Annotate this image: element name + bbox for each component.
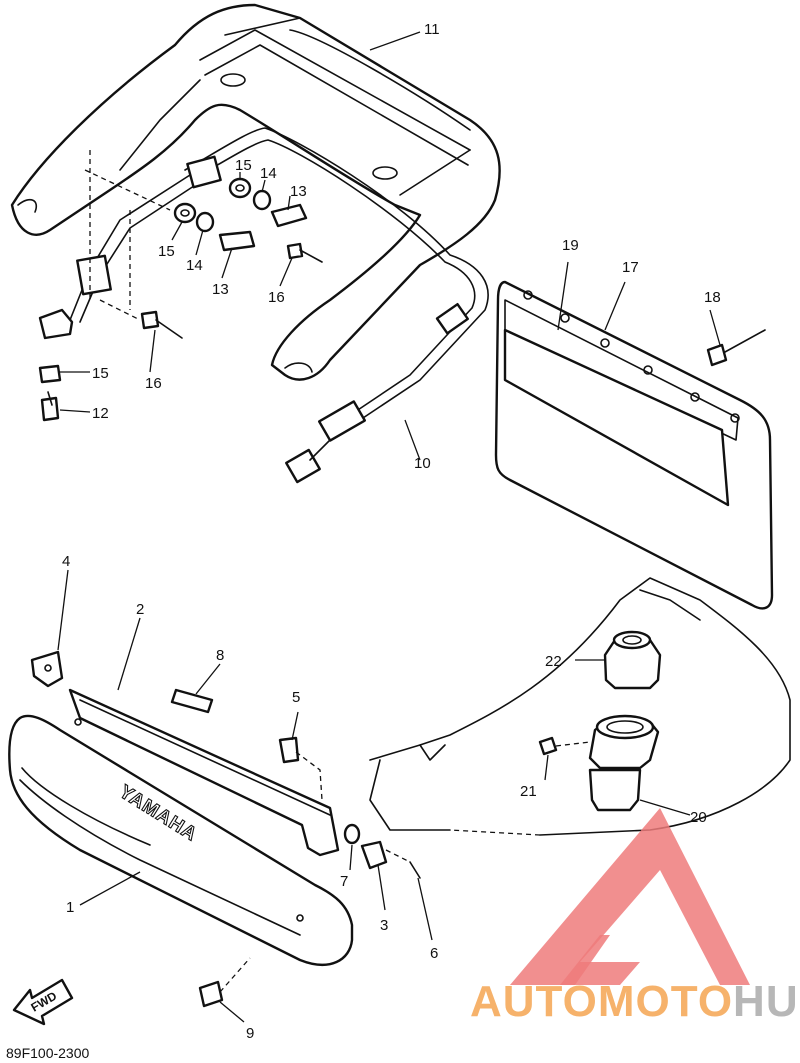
callout-14a: 14 <box>260 165 277 182</box>
callout-7: 7 <box>340 873 348 890</box>
watermark-text: AUTOMOTOHUB <box>470 977 800 1026</box>
callout-13b: 13 <box>212 281 229 298</box>
callout-22: 22 <box>545 653 562 670</box>
hardware-set <box>38 177 323 422</box>
callout-13a: 13 <box>290 183 307 200</box>
callout-8: 8 <box>216 647 224 664</box>
screw-9 <box>198 957 251 1008</box>
fuel-tank <box>369 577 791 836</box>
callout-labels: 11 15 14 13 15 14 13 16 15 16 12 10 19 1… <box>62 21 721 1042</box>
panel-bracket <box>68 688 340 857</box>
callout-1: 1 <box>66 899 74 916</box>
fuel-cap <box>603 630 662 690</box>
watermark-mark <box>510 808 750 985</box>
washer-7 <box>343 823 361 845</box>
callout-16b: 16 <box>145 375 162 392</box>
callout-11: 11 <box>424 21 440 38</box>
grommet-5 <box>278 736 300 764</box>
watermark-text-part1: AUTOMOTO <box>470 977 733 1026</box>
callout-2: 2 <box>136 601 144 618</box>
callout-4: 4 <box>62 553 70 570</box>
fuel-filler-neck <box>588 714 660 812</box>
callout-15b: 15 <box>158 243 175 260</box>
callout-17: 17 <box>622 259 639 276</box>
leader-lines <box>57 31 721 1023</box>
diagram-code: 89F100-2300 <box>6 1045 90 1061</box>
clip-3 <box>360 840 388 870</box>
clip-18-pin <box>724 329 766 353</box>
callout-12: 12 <box>92 405 109 422</box>
rack-frame <box>10 3 501 381</box>
front-cover: YAMAHA <box>8 714 354 966</box>
callout-14b: 14 <box>186 257 203 274</box>
clip-18 <box>706 343 728 367</box>
screw-21-axis <box>555 741 591 747</box>
callout-5: 5 <box>292 689 300 706</box>
emblem-8 <box>170 688 214 714</box>
watermark-logo: AUTOMOTOHUB <box>470 808 800 1026</box>
callout-15a: 15 <box>235 157 252 174</box>
callout-15c: 15 <box>92 365 109 382</box>
callout-6: 6 <box>430 945 438 962</box>
callout-10: 10 <box>414 455 431 472</box>
mud-flap <box>494 280 774 610</box>
callout-18: 18 <box>704 289 721 306</box>
screw-21 <box>538 736 558 756</box>
pin-6 <box>409 861 421 879</box>
callout-21: 21 <box>520 783 537 800</box>
clip-4-hole <box>44 664 52 672</box>
watermark-text-part2: HUB <box>733 977 800 1026</box>
callout-9: 9 <box>246 1025 254 1042</box>
callout-19: 19 <box>562 237 579 254</box>
forward-arrow: FWD <box>12 978 74 1026</box>
clip-4 <box>30 650 64 688</box>
guard-tube <box>38 127 489 484</box>
grommet-5-axis <box>295 751 323 801</box>
callout-16a: 16 <box>268 289 285 306</box>
pin-6-axis <box>385 849 411 863</box>
callout-3: 3 <box>380 917 388 934</box>
callout-20: 20 <box>690 809 707 826</box>
